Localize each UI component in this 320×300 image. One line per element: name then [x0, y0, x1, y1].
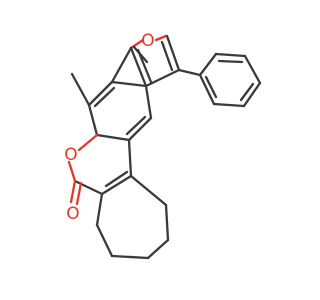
bond-furan-fused-double	[136, 48, 153, 84]
bond-hept-5	[164, 203, 170, 242]
bond-furan-c3-c4	[144, 68, 181, 88]
bond-bz-6	[110, 46, 133, 84]
bond-ph-3	[243, 54, 262, 85]
bond-bz-inner-2	[93, 86, 116, 108]
phenyl-ring	[177, 52, 262, 108]
central-benzene-ring	[70, 46, 153, 142]
bond-hept-3	[110, 254, 150, 260]
cycloheptane-ring	[95, 174, 170, 260]
bond-furan-c1-cc	[165, 34, 181, 72]
bond-lactone-cc	[100, 174, 133, 196]
bond-ph-inner-2	[239, 82, 255, 102]
bond-furan-o-c2-label-gap	[154, 34, 168, 42]
bond-carbonyl-2	[75, 181, 83, 206]
bond-bz-5	[87, 80, 114, 107]
bond-hept-1	[95, 192, 104, 227]
bond-lactone-o-c	[77, 133, 99, 152]
bond-bz-inner-1	[125, 115, 147, 136]
bond-bz-7	[110, 80, 148, 88]
bond-lactone-o-co	[67, 160, 77, 183]
carbonyl-oxygen-label: O	[66, 204, 79, 224]
bond-ph-1	[198, 52, 218, 77]
bond-ph-5	[212, 102, 246, 108]
furan-ring	[129, 34, 181, 88]
bond-ph-2	[214, 52, 247, 58]
bond-bz-4	[87, 103, 99, 137]
bond-lactone-co-cc	[73, 179, 104, 196]
bond-carbonyl-1	[69, 179, 77, 204]
bond-lactone-cc-double	[104, 170, 129, 188]
furan-oxygen-label: O	[141, 31, 154, 51]
lactone-ring	[67, 133, 133, 206]
bond-hept-6	[129, 174, 168, 207]
bond-lactone-fused	[127, 138, 133, 178]
bond-furan-c1-cc-double	[160, 40, 174, 72]
bond-hept-2	[95, 223, 114, 258]
bond-phenyl-link	[177, 68, 202, 77]
molecule-structure-diagram: O O O	[64, 31, 262, 260]
bond-hept-4	[146, 238, 170, 260]
bond-ph-inner-3	[204, 75, 218, 99]
lactone-ring-oxygen-label: O	[64, 145, 77, 165]
bond-furan-fused	[129, 46, 148, 88]
bond-bz-2	[127, 116, 153, 142]
bond-ph-6	[198, 73, 216, 106]
bond-bz-3	[95, 133, 131, 142]
bond-bz-1	[144, 84, 153, 120]
bond-ph-inner-1	[217, 59, 244, 64]
bond-ph-4	[242, 81, 262, 108]
bond-methyl	[70, 72, 91, 107]
